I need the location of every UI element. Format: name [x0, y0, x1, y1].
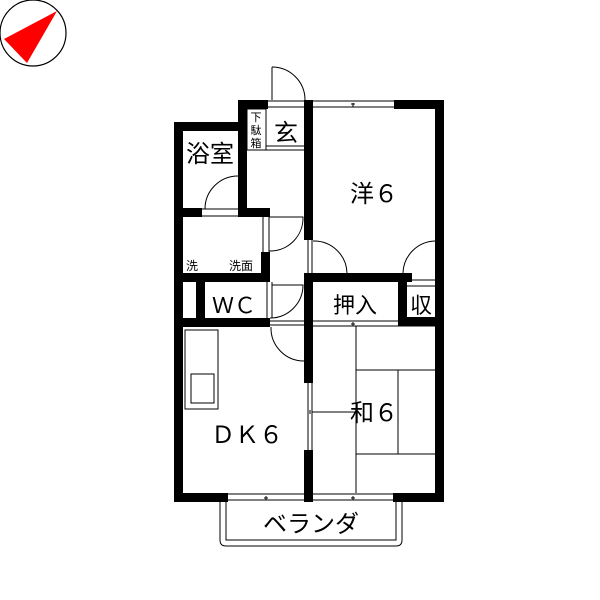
svg-text:駄: 駄: [251, 123, 262, 137]
room-label-dk: ＤＫ６: [211, 421, 283, 449]
shoe-box-label: 下 駄 箱: [251, 111, 262, 150]
svg-text:下: 下: [251, 111, 262, 124]
room-label-japanese: 和６: [350, 399, 398, 427]
north-arrow-icon: [0, 0, 67, 67]
entrance-door: [271, 66, 306, 101]
room-label-bath: 浴室: [186, 140, 234, 168]
thin-lines: [184, 100, 436, 547]
room-label-storage: 収: [410, 294, 432, 319]
room-label-western: 洋６: [350, 180, 398, 208]
room-label-veranda: ベランダ: [263, 510, 359, 538]
room-label-entrance: 玄: [274, 119, 298, 147]
room-label-laundry: 洗: [186, 259, 198, 273]
room-label-washroom: 洗面: [229, 259, 253, 273]
svg-text:箱: 箱: [251, 136, 262, 150]
room-label-wc: ＷＣ: [212, 294, 256, 319]
walls: [174, 100, 444, 502]
room-label-oshiire: 押入: [333, 294, 377, 319]
